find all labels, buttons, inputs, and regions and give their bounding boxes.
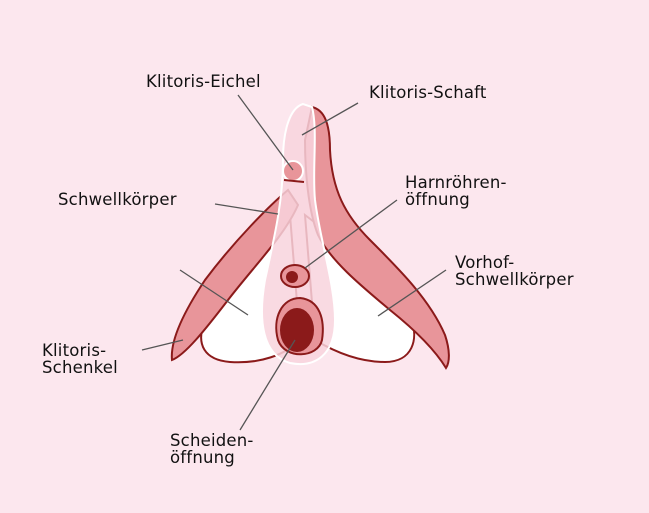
label-schwellkoerper: Schwellkörper bbox=[58, 190, 177, 209]
urethral-opening bbox=[286, 271, 298, 283]
label-line-1: Harnröhren- bbox=[405, 173, 507, 192]
leader-vagina bbox=[239, 339, 296, 431]
label-line-1: Scheiden- bbox=[170, 431, 254, 450]
label-scheiden-oeffnung: Scheiden- öffnung bbox=[170, 432, 254, 466]
label-line-2: öffnung bbox=[170, 448, 235, 467]
label-line-2: Schwellkörper bbox=[455, 270, 574, 289]
label-harnroehren-oeffnung: Harnröhren- öffnung bbox=[405, 174, 507, 208]
clitoral-glans bbox=[282, 160, 304, 182]
label-line-2: Schenkel bbox=[42, 358, 118, 377]
label-klitoris-schaft: Klitoris-Schaft bbox=[369, 83, 487, 102]
left-clitoral-crus bbox=[170, 188, 300, 362]
label-klitoris-schenkel: Klitoris- Schenkel bbox=[42, 342, 118, 376]
leader-shaft bbox=[301, 102, 359, 136]
leader-vestibular bbox=[377, 269, 447, 317]
label-klitoris-eichel: Klitoris-Eichel bbox=[146, 72, 261, 91]
vaginal-opening bbox=[280, 308, 314, 352]
leader-unlabeled bbox=[179, 269, 249, 316]
label-line-1: Vorhof- bbox=[455, 253, 515, 272]
label-line-1: Klitoris- bbox=[42, 341, 107, 360]
leader-urethra bbox=[304, 199, 398, 269]
label-vorhof-schwellkoerper: Vorhof- Schwellkörper bbox=[455, 254, 574, 288]
label-line-2: öffnung bbox=[405, 190, 470, 209]
leader-corpus bbox=[214, 203, 279, 215]
leader-crus bbox=[141, 339, 184, 351]
leader-glans bbox=[237, 94, 294, 171]
